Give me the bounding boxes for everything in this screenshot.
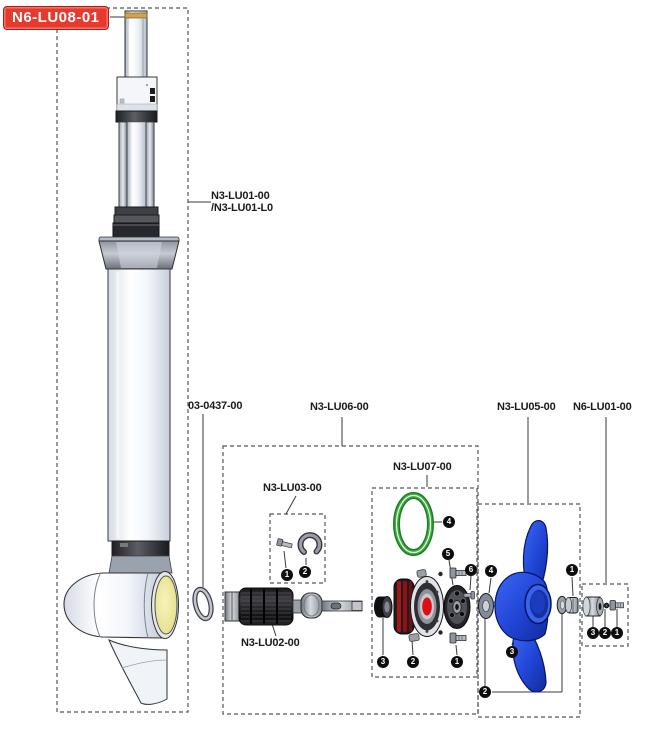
- gearcase-opening: [154, 575, 178, 635]
- lower-unit-housing: [63, 571, 179, 639]
- upper-shaft-assembly: [124, 10, 148, 79]
- anode-screw-part: [609, 600, 624, 611]
- stud-part: [463, 591, 475, 600]
- main-tube: [107, 268, 171, 542]
- shaft-seal-part: [374, 596, 393, 618]
- c-clip-part: [297, 532, 323, 555]
- bolt-top-part: [449, 567, 467, 579]
- group-box-main-assembly: [56, 7, 189, 713]
- label-shaft-assembly: N3-LU01-00 /N3-LU01-L0: [211, 190, 273, 214]
- label-propeller-group: N3-LU05-00: [497, 401, 556, 413]
- bearing-plate-part: [443, 585, 471, 629]
- balloon-bolt-1: 1: [451, 656, 463, 668]
- balloon-stator-2: 2: [407, 656, 419, 668]
- balloon-oring-4: 4: [443, 516, 455, 528]
- mount-bracket: [98, 236, 180, 270]
- balloon-c-clip-2: 2: [299, 566, 311, 578]
- balloon-seal-3: 3: [377, 656, 389, 668]
- label-rotor: N3-LU02-00: [241, 637, 300, 649]
- label-anode-group: N6-LU01-00: [573, 401, 632, 413]
- rotor-assembly: [224, 587, 363, 626]
- o-ring-part: [393, 492, 434, 556]
- balloon-stud-6: 6: [465, 564, 477, 576]
- prop-washer-part: [556, 595, 568, 615]
- pin-screw-part: [276, 538, 293, 549]
- retaining-ring-part: [192, 586, 214, 622]
- balloon-anode-screw-1: 1: [611, 627, 623, 639]
- prop-nut-part: [564, 597, 579, 614]
- skeg-fin: [108, 639, 168, 705]
- small-fastener-dot-top: [438, 571, 443, 577]
- anode-washer-part: [603, 602, 610, 609]
- balloon-drive-washer-4: 4: [485, 565, 497, 577]
- control-head: [116, 76, 158, 112]
- group-box-anode-group: [581, 583, 629, 647]
- group-box-oring-group: [371, 487, 478, 678]
- label-shaft-line1: N3-LU01-00: [211, 190, 270, 202]
- bolt-bottom-part: [449, 632, 467, 644]
- balloon-prop-nut-1: 1: [566, 564, 578, 576]
- balloon-pin-screw-1: 1: [281, 569, 293, 581]
- label-retaining-ring: 03-0437-00: [188, 400, 243, 412]
- label-oring-group: N3-LU07-00: [393, 461, 452, 473]
- balloon-bearing-plate-5: 5: [442, 548, 454, 560]
- lower-unit-neck: [108, 540, 173, 574]
- rail-section: [118, 121, 155, 208]
- balloon-anode-3: 3: [587, 627, 599, 639]
- shaft-collar-upper: [115, 110, 158, 123]
- propeller-part: [494, 520, 552, 693]
- shaft-collar-lower: [112, 206, 160, 239]
- balloon-anode-washer-2: 2: [599, 627, 611, 639]
- label-shaft-line2: /N3-LU01-L0: [211, 202, 273, 214]
- group-box-propeller-group: [477, 503, 581, 718]
- anode-part: [582, 596, 604, 617]
- assembly-tag: N6-LU08-01: [3, 6, 109, 30]
- stator-red-core: [422, 597, 432, 616]
- small-fastener-dot-bottom: [438, 630, 443, 635]
- group-box-motor-group: [222, 445, 479, 715]
- label-pin-group: N3-LU03-00: [263, 482, 322, 494]
- balloon-prop-washers-2: 2: [479, 686, 491, 698]
- group-box-pin-group: [269, 513, 326, 584]
- balloon-propeller-3: 3: [506, 646, 518, 658]
- stator-end-cap-part: [393, 569, 444, 642]
- label-motor-group: N3-LU06-00: [310, 401, 369, 413]
